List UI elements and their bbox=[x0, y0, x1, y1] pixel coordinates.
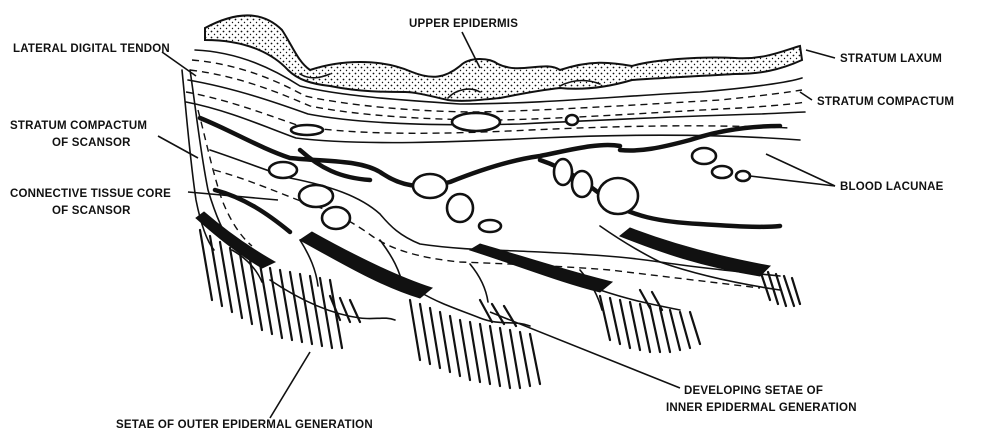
lacuna bbox=[452, 113, 500, 131]
lacuna bbox=[269, 162, 297, 178]
lacuna bbox=[299, 185, 333, 207]
lacuna bbox=[291, 125, 323, 135]
label-stratum-laxum: STRATUM LAXUM bbox=[840, 53, 942, 65]
lacuna bbox=[447, 194, 473, 222]
label-lateral-digital-tendon: LATERAL DIGITAL TENDON bbox=[13, 43, 170, 55]
lacuna bbox=[554, 159, 572, 185]
lacuna bbox=[598, 178, 638, 214]
lacuna bbox=[692, 148, 716, 164]
label-stratum-compactum-scansor-line2: OF SCANSOR bbox=[52, 137, 131, 149]
lacuna bbox=[736, 171, 750, 181]
lacuna bbox=[479, 220, 501, 232]
lacuna bbox=[413, 174, 447, 198]
label-stratum-compactum: STRATUM COMPACTUM bbox=[817, 96, 954, 108]
label-developing-setae-line2: INNER EPIDERMAL GENERATION bbox=[666, 402, 857, 414]
lacuna bbox=[712, 166, 732, 178]
label-connective-tissue-core-line2: OF SCANSOR bbox=[52, 205, 131, 217]
label-upper-epidermis: UPPER EPIDERMIS bbox=[409, 18, 518, 30]
label-developing-setae-line1: DEVELOPING SETAE OF bbox=[684, 385, 823, 397]
label-connective-tissue-core-line1: CONNECTIVE TISSUE CORE bbox=[10, 188, 171, 200]
label-setae-outer-generation: SETAE OF OUTER EPIDERMAL GENERATION bbox=[116, 419, 373, 431]
label-stratum-compactum-scansor-line1: STRATUM COMPACTUM bbox=[10, 120, 147, 132]
lacuna bbox=[322, 207, 350, 229]
label-blood-lacunae: BLOOD LACUNAE bbox=[840, 181, 944, 193]
setae-outer-generation bbox=[196, 212, 800, 388]
lacuna bbox=[566, 115, 578, 125]
lacuna bbox=[572, 171, 592, 197]
